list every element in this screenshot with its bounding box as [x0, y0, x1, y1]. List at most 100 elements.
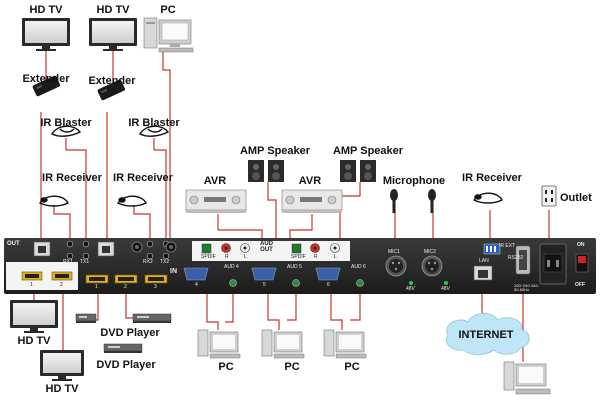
out-label: OUT	[7, 241, 20, 247]
microphone-icon	[390, 189, 398, 213]
phantom-power-led	[444, 281, 448, 285]
avr-label: AVR	[203, 175, 227, 187]
outlet-label: Outlet	[560, 192, 592, 204]
rca-jacks[interactable]	[221, 243, 250, 253]
rca-right-label: R	[314, 254, 318, 260]
avr-label: AVR	[298, 175, 322, 187]
dvd-player-icon	[75, 313, 97, 323]
hdtv-label: HD TV	[45, 383, 79, 395]
dvd-player-label: DVD Player	[100, 327, 160, 339]
rs232-label: RS232	[508, 255, 524, 261]
extender-label: Extender	[88, 75, 136, 87]
hdmi-in-number: 3	[154, 284, 157, 290]
ir-receiver-icon	[116, 195, 147, 207]
ir-jacks[interactable]	[66, 240, 170, 260]
ir-blaster-icon	[51, 125, 82, 137]
rs232-jacks[interactable]	[131, 241, 177, 253]
amp-speaker-label: AMP Speaker	[239, 145, 311, 157]
rca-left-label: L	[244, 254, 247, 260]
hdmi-out-port[interactable]	[21, 271, 43, 281]
rca-left-label: L	[334, 254, 337, 260]
power-off-label: OFF	[575, 282, 585, 288]
vga-in-port[interactable]	[315, 267, 341, 281]
vga-in-number: 6	[327, 282, 330, 288]
ir-receiver-icon	[472, 192, 503, 204]
rs232-port[interactable]	[515, 245, 531, 275]
tx-label: TX2	[160, 259, 170, 265]
rca-jacks[interactable]	[310, 243, 340, 253]
vga-in-number: 5	[263, 282, 266, 288]
ir-receiver-label: IR Receiver	[42, 172, 102, 184]
audio-in-jacks[interactable]	[229, 279, 364, 287]
pc-label: PC	[160, 4, 176, 16]
pc-icon	[197, 329, 241, 359]
dvd-player-icon	[103, 343, 143, 353]
mic1-label: MIC1	[388, 249, 400, 255]
mic2-label: MIC2	[424, 249, 436, 255]
lan-port[interactable]	[473, 265, 493, 281]
hdmi-out-port[interactable]	[51, 271, 73, 281]
rca-right-label: R	[225, 254, 229, 260]
ir-receiver-label: IR Receiver	[113, 172, 173, 184]
extender-label: Extender	[22, 73, 70, 85]
avr-icon	[185, 189, 247, 213]
pc-icon	[323, 329, 367, 359]
hdtv-label: HD TV	[29, 4, 63, 16]
microphone-label: Microphone	[382, 175, 446, 187]
pc-icon	[261, 329, 305, 359]
dip-switch[interactable]	[483, 243, 501, 255]
tx-label: TX1	[80, 259, 90, 265]
ir-ext-label: IR EXT	[499, 243, 516, 249]
extender-icon	[97, 79, 125, 101]
hdmi-out-number: 2	[60, 282, 63, 288]
hdmi-in-number: 1	[95, 284, 98, 290]
speaker-icon	[248, 160, 284, 182]
avr-icon	[281, 189, 343, 213]
outlet-icon	[541, 185, 557, 207]
power-on-label: ON	[577, 242, 585, 248]
internet-label: INTERNET	[458, 329, 514, 341]
hdtv-label: HD TV	[96, 4, 130, 16]
xlr-mic-input[interactable]	[385, 255, 407, 277]
in-label: IN	[170, 268, 177, 275]
internet-cloud-icon	[445, 313, 530, 355]
aud5-label: AUD 5	[287, 264, 302, 270]
hdtv-icon	[10, 300, 58, 333]
xlr-mic-input[interactable]	[421, 255, 443, 277]
speaker-icon	[340, 160, 376, 182]
rx-label: RX1	[63, 259, 73, 265]
rj45-out-port[interactable]	[33, 241, 51, 257]
hdmi-in-port[interactable]	[114, 274, 138, 284]
phantom-power-led	[409, 281, 413, 285]
power-switch[interactable]	[575, 253, 589, 273]
vga-in-number: 4	[195, 282, 198, 288]
ir-receiver-icon	[38, 195, 69, 207]
rj45-out-port[interactable]	[97, 241, 115, 257]
dvd-player-icon	[132, 313, 172, 323]
voltage-label: 100~240 VAC 50-60Hz	[514, 283, 539, 292]
hdmi-in-number: 2	[124, 284, 127, 290]
ir-blaster-label: IR Blaster	[128, 117, 180, 129]
vga-in-port[interactable]	[183, 267, 209, 281]
pc-label: PC	[218, 361, 234, 373]
ir-blaster-label: IR Blaster	[40, 117, 92, 129]
extender-icon	[32, 75, 60, 97]
hdtv-label: HD TV	[17, 335, 51, 347]
spdif-port[interactable]	[291, 243, 302, 254]
spdif-port[interactable]	[201, 243, 212, 254]
vga-in-port[interactable]	[251, 267, 277, 281]
pc-label: PC	[344, 361, 360, 373]
pc-icon	[143, 17, 194, 53]
hdmi-in-port[interactable]	[144, 274, 168, 284]
hdtv-icon	[89, 18, 137, 51]
hdmi-in-port[interactable]	[85, 274, 109, 284]
spdif-label: SPDIF	[291, 254, 306, 260]
power-inlet[interactable]	[539, 243, 567, 285]
amp-speaker-label: AMP Speaker	[332, 145, 404, 157]
aud6-label: AUD 6	[351, 264, 366, 270]
rx-label: RX2	[143, 259, 153, 265]
spdif-label: SPDIF	[201, 254, 216, 260]
ir-blaster-icon	[139, 125, 170, 137]
aud4-label: AUD 4	[224, 264, 239, 270]
